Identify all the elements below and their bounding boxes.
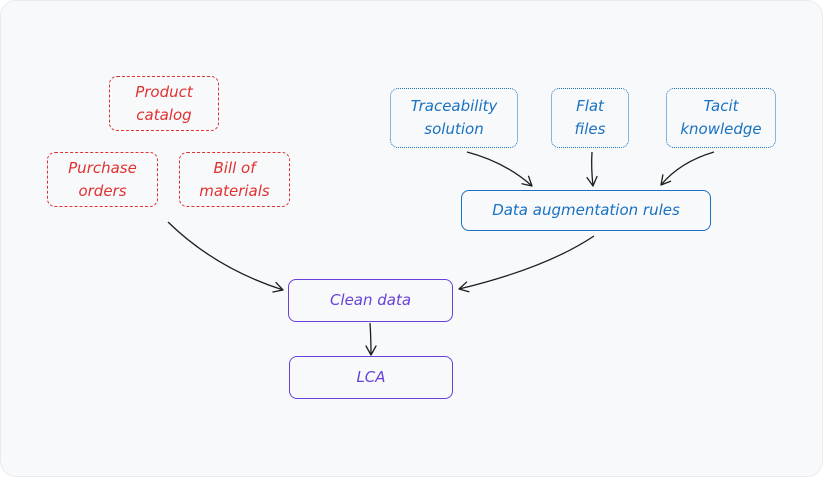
tacit-knowledge-label: Tacit knowledge	[680, 97, 762, 138]
edge-augmentation-rules-to-clean-data	[458, 235, 595, 293]
lca-label: LCA	[356, 368, 386, 386]
product-catalog-label: Product catalog	[135, 82, 193, 124]
traceability-solution-node[interactable]: Traceability solution	[390, 88, 518, 148]
edge-traceability-to-augmentation-rules	[466, 151, 533, 187]
bill-of-materials-node[interactable]: Bill of materials	[179, 152, 290, 207]
traceability-solution-label: Traceability solution	[410, 97, 498, 138]
clean-data-label: Clean data	[329, 291, 412, 309]
clean-data-node[interactable]: Clean data	[288, 279, 453, 322]
bill-of-materials-label: Bill of materials	[199, 158, 270, 200]
tacit-knowledge-node[interactable]: Tacit knowledge	[666, 88, 776, 148]
product-catalog-node[interactable]: Product catalog	[109, 76, 219, 131]
flat-files-label: Flat files	[574, 97, 606, 138]
edge-purchase-orders-to-clean-data	[167, 221, 284, 293]
data-augmentation-rules-node[interactable]: Data augmentation rules	[461, 190, 711, 231]
edge-flat-files-to-augmentation-rules	[586, 151, 598, 187]
data-augmentation-rules-label: Data augmentation rules	[492, 201, 680, 219]
lca-node[interactable]: LCA	[289, 356, 453, 399]
purchase-orders-label: Purchase orders	[68, 158, 137, 200]
purchase-orders-node[interactable]: Purchase orders	[47, 152, 158, 207]
flat-files-node[interactable]: Flat files	[551, 88, 629, 148]
edge-tacit-knowledge-to-augmentation-rules	[660, 151, 715, 186]
edge-clean-data-to-lca	[365, 322, 377, 356]
